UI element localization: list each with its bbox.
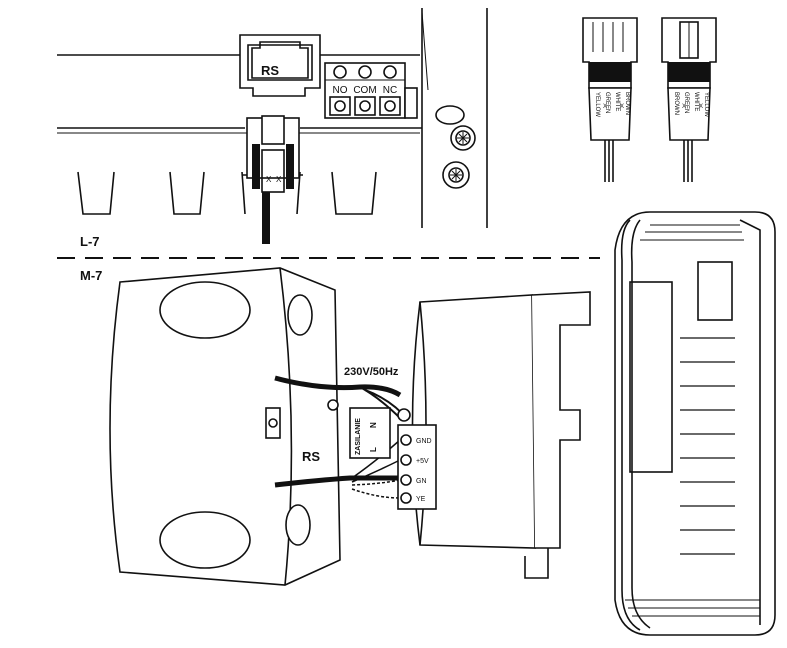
terminal-5v-label: +5V	[416, 458, 429, 465]
svg-text:X: X	[266, 175, 272, 184]
plug-left-mark-2: X	[620, 104, 624, 110]
terminal-com-label: COM	[353, 85, 376, 96]
plug-left-pin-1: YELLOW	[594, 92, 600, 117]
plug-left-pin-3: WHITE	[614, 92, 620, 111]
plug-left-detail: YELLOW GREEN WHITE BROWN X X	[582, 17, 638, 182]
housing-edge-ribs	[625, 224, 760, 617]
cable-clips	[77, 171, 377, 215]
plug-right-pin-1: BROWN	[673, 92, 679, 115]
zasilanie-label: ZASILANIE	[355, 418, 362, 455]
terminal-gnd-label: GND	[416, 438, 432, 445]
terminal-screws	[400, 434, 412, 504]
housing-vent-fins	[680, 337, 735, 555]
power-label: 230V/50Hz	[344, 366, 399, 378]
plug-left-mark-1: X	[603, 104, 607, 110]
svg-text:X: X	[276, 175, 282, 184]
rs-cable-label: RS	[302, 449, 320, 464]
l7-controller-section: RS NO COM NC	[57, 8, 488, 249]
electrical-box	[109, 267, 341, 586]
cables: 230V/50Hz RS	[274, 366, 409, 499]
relay-terminal-block: NO COM NC	[324, 62, 418, 119]
rs-socket: RS	[239, 34, 321, 97]
plug-right-mark-2: X	[699, 104, 703, 110]
section-l7-label: L-7	[80, 234, 100, 249]
rs-plug-inserted: X X	[243, 115, 303, 244]
mounting-base: GND +5V GN YE ZASILANIE N L	[349, 291, 591, 579]
plug-right-pin-3: WHITE	[693, 92, 699, 111]
thermostat-housing	[614, 211, 776, 636]
live-label: L	[369, 447, 378, 452]
terminal-gn-label: GN	[416, 478, 427, 485]
plug-left-pin-2: GREEN	[604, 92, 610, 113]
terminal-nc-label: NC	[383, 85, 397, 96]
plug-right-pin-4: YELLOW	[703, 92, 709, 117]
plug-right-detail: BROWN GREEN WHITE YELLOW X X	[661, 17, 717, 182]
terminal-ye-label: YE	[416, 496, 426, 503]
plug-left-pin-4: BROWN	[624, 92, 630, 115]
section-m7-label: M-7	[80, 268, 102, 283]
neutral-label: N	[369, 422, 378, 428]
plug-right-pin-2: GREEN	[683, 92, 689, 113]
terminal-no-label: NO	[333, 85, 348, 96]
rs-socket-label: RS	[261, 63, 279, 78]
plug-right-mark-1: X	[682, 104, 686, 110]
knob-icons	[435, 105, 476, 189]
